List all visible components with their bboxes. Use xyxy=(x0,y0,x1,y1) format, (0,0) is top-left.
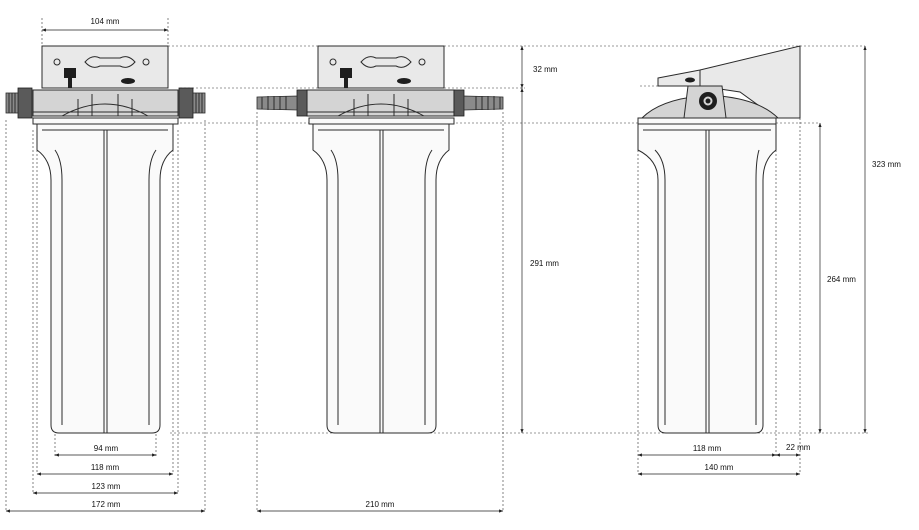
port-nut xyxy=(17,87,33,119)
front-view-threaded xyxy=(5,45,206,434)
dim-label-bowl-height: 264 mm xyxy=(827,275,856,284)
port-nut xyxy=(178,87,194,119)
dim-label-side-total-depth: 140 mm xyxy=(705,463,734,472)
filter-bowl xyxy=(36,123,174,434)
dim-label-side-bowl-width: 118 mm xyxy=(693,444,722,453)
dim-label-height-without-bracket: 291 mm xyxy=(530,259,559,268)
port-nut xyxy=(296,89,308,117)
filter-head xyxy=(32,89,179,117)
dim-label-width-with-fittings: 172 mm xyxy=(92,500,121,509)
screw-hole xyxy=(142,58,150,66)
dim-label-bracket-width: 104 mm xyxy=(91,17,120,26)
dim-label-bracket-height: 32 mm xyxy=(533,65,558,74)
dim-label-total-height: 323 mm xyxy=(872,160,901,169)
dim-label-bowl-width: 118 mm xyxy=(91,463,120,472)
dimension-lines xyxy=(5,28,867,513)
port-nut xyxy=(453,89,465,117)
keyhole-slot xyxy=(360,56,412,68)
filter-bowl xyxy=(637,123,777,434)
mounting-bracket xyxy=(317,45,445,89)
bowl-ring xyxy=(308,117,455,125)
dim-label-cap-width: 123 mm xyxy=(92,482,121,491)
extension-lines xyxy=(5,18,870,512)
mounting-bracket xyxy=(41,45,169,89)
front-view-hose-barb xyxy=(256,45,504,434)
side-view xyxy=(637,45,801,434)
screw-hole xyxy=(53,58,61,66)
dimension-labels: 104 mm 94 mm 118 mm 123 mm 172 mm 210 mm… xyxy=(91,17,902,509)
bowl-ring xyxy=(32,117,179,125)
pressure-release-button xyxy=(340,68,352,78)
pressure-release-button xyxy=(64,68,76,78)
dim-label-bowl-bottom-width: 94 mm xyxy=(94,444,119,453)
bowl-ring xyxy=(637,117,777,125)
filter-bowl xyxy=(312,123,450,434)
keyhole-slot xyxy=(84,56,136,68)
dim-label-width-with-hose-barbs: 210 mm xyxy=(366,500,395,509)
dim-label-bracket-offset: 22 mm xyxy=(786,443,811,452)
hose-barb-outlet xyxy=(463,95,504,111)
hose-barb-inlet xyxy=(256,95,298,111)
